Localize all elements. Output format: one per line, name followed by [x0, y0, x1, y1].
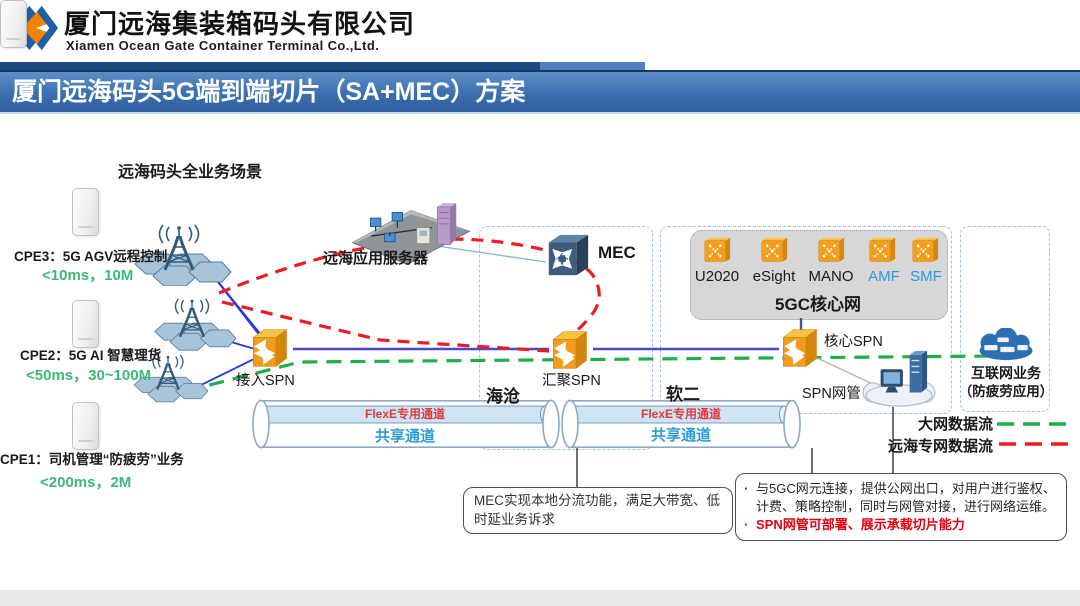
core-callout-text-1: 与5GC网元连接，提供公网出口，对用户进行鉴权、计费、策略控制，同时与网管对接，… [756, 481, 1056, 515]
pipe2-shared-label: 共享通道 [650, 427, 711, 444]
pipe2-flexe-label: FlexE专用通道 [640, 407, 722, 421]
nf-smf-label: SMF [910, 268, 942, 285]
cpe2-metric: <50ms，30~100M [26, 367, 152, 384]
header-accent-bar-light [540, 62, 645, 70]
access-spn-label: 接入SPN [236, 373, 295, 389]
core-callout-text-2: SPN网管可部署、展示承载切片能力 [756, 517, 965, 533]
nf-esight-label: eSight [752, 268, 796, 285]
bullet-icon: · [744, 517, 749, 533]
spn-nms-label: SPN网管 [802, 386, 861, 402]
core-callout-bullet-2: · SPN网管可部署、展示承载切片能力 [744, 516, 1056, 534]
app-server-label: 远海应用服务器 [323, 250, 429, 267]
header-accent-bar [0, 62, 540, 70]
mec-icon [544, 231, 592, 279]
cpe1-label: CPE1：司机管理“防疲劳”业务 [0, 452, 184, 467]
aggregation-spn-label: 汇聚SPN [542, 373, 601, 389]
corespn-nm-link [812, 355, 878, 387]
slide-bottom-strip [0, 590, 1080, 606]
core-spn-icon [778, 326, 820, 370]
nf-amf-label: AMF [868, 268, 900, 285]
header-divider [0, 70, 1080, 72]
nf-mano-icon [815, 237, 847, 265]
edge-mec-zone [479, 226, 653, 450]
legend-public-label: 大网数据流 [917, 416, 993, 433]
cpe3-metric: <10ms，10M [42, 267, 134, 284]
core-network-zone [660, 226, 952, 414]
mec-label: MEC [598, 243, 636, 262]
cpe2-label: CPE2：5G AI 智慧理货 [20, 348, 162, 363]
internet-cloud-icon [972, 328, 1040, 362]
server-mec-link [436, 245, 547, 263]
5gc-core-title: 5GC核心网 [775, 295, 861, 314]
nf-smf-icon [909, 237, 941, 265]
internet-label-line2: （防疲劳应用） [958, 384, 1054, 399]
company-name-cn: 厦门远海集装箱码头有限公司 [64, 9, 416, 39]
core-spn-label: 核心SPN [824, 334, 883, 350]
access-spn-icon [248, 326, 290, 370]
scene-title: 远海码头全业务场景 [118, 164, 263, 181]
pipe-ruaner [561, 399, 801, 449]
site-haicang-label: 海沧 [486, 387, 520, 406]
site-ruaner-label: 软二 [666, 385, 700, 404]
internet-label-line1: 互联网业务 [971, 365, 1041, 381]
callout-connectors [576, 407, 894, 488]
internet-zone [960, 226, 1050, 412]
core-callout-bullet-1: · 与5GC网元连接，提供公网出口，对用户进行鉴权、计费、策略控制，同时与网管对… [744, 480, 1056, 516]
spn-nms-icon [858, 348, 940, 408]
mec-callout-text: MEC实现本地分流功能，满足大带宽、低时延业务诉求 [474, 493, 720, 527]
cpe1-metric: <200ms，2M [40, 474, 132, 491]
pipe1-shared-label: 共享通道 [374, 428, 435, 445]
slide-title-bar: 厦门远海码头5G端到端切片（SA+MEC）方案 [0, 72, 1080, 114]
legend-private-label: 远海专网数据流 [887, 438, 993, 455]
cpe3-label: CPE3：5G AGV远程控制 [14, 249, 168, 264]
cpe2-device [72, 300, 99, 348]
bullet-icon: · [744, 481, 749, 496]
company-name-en: Xiamen Ocean Gate Container Terminal Co.… [66, 38, 380, 53]
nf-mano-label: MANO [808, 268, 854, 285]
core-callout: · 与5GC网元连接，提供公网出口，对用户进行鉴权、计费、策略控制，同时与网管对… [735, 473, 1067, 541]
pipe1-flexe-label: FlexE专用通道 [364, 407, 446, 421]
nf-u2020-label: U2020 [694, 268, 740, 285]
header: 厦门远海集装箱码头有限公司 Xiamen Ocean Gate Containe… [0, 0, 1080, 62]
pipe-haicang [252, 399, 560, 449]
flow-public-network [185, 354, 997, 393]
nf-u2020-icon [701, 237, 733, 265]
nf-amf-icon [866, 237, 898, 265]
aggregation-spn-icon [548, 328, 590, 372]
nf-esight-icon [758, 237, 790, 265]
cpe1-device [72, 402, 99, 450]
backbone-links [293, 318, 803, 351]
mec-callout: MEC实现本地分流功能，满足大带宽、低时延业务诉求 [463, 487, 733, 535]
cpe3-device [72, 188, 99, 236]
slide-title: 厦门远海码头5G端到端切片（SA+MEC）方案 [12, 78, 526, 106]
